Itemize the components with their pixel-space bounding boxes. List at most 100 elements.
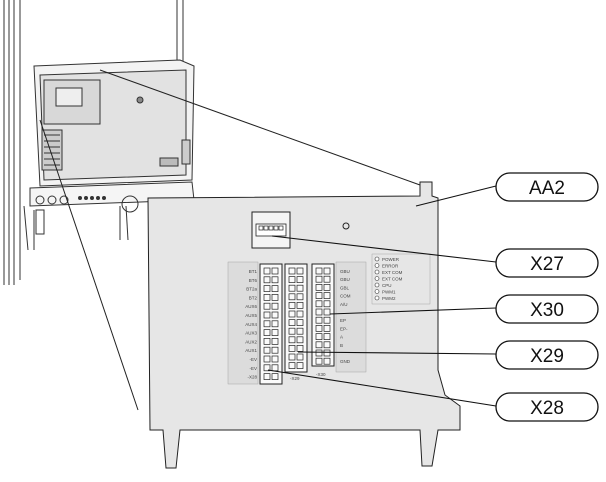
board-label: CPU <box>382 283 392 288</box>
x29-terminal-pin <box>288 276 296 283</box>
x30-terminal-pin <box>315 300 323 308</box>
board-label: POWER <box>382 257 400 262</box>
x30-terminal-pin <box>323 316 331 324</box>
board-label: BT1 <box>249 269 258 274</box>
zoom-lines <box>39 69 421 411</box>
x29-terminal-pin <box>296 336 304 344</box>
status-led <box>374 282 380 288</box>
x29-board-label: -X29 <box>290 376 300 381</box>
x30-terminal-pin <box>315 308 323 316</box>
x30-terminal-pin <box>323 333 331 340</box>
x28-terminal-pin <box>263 355 271 363</box>
board-label: GBL <box>340 285 350 290</box>
x29-terminal-pin <box>296 319 304 326</box>
x28-terminal-pin <box>263 373 271 380</box>
board-label: ERROR <box>382 264 399 269</box>
board-label: BT2 <box>249 295 258 300</box>
x30-terminal-pin <box>315 275 323 283</box>
x29-terminal-pin <box>296 362 304 369</box>
x29-terminal-pin <box>296 267 304 275</box>
x28-terminal-pin <box>263 338 271 345</box>
heat-pump-unit <box>3 0 195 285</box>
x29-terminal-pin <box>288 345 296 352</box>
callout-label-x30: X30 <box>530 300 564 321</box>
x30-terminal-pin <box>315 267 323 275</box>
x28-terminal-pin <box>271 338 279 345</box>
x28-terminal-pin <box>271 373 279 380</box>
board-label: EXT COM <box>382 277 403 282</box>
x28-terminal-pin <box>263 276 271 284</box>
x28-terminal-pin <box>271 267 279 275</box>
x29-terminal-pin <box>288 293 296 301</box>
x30-terminal-pin <box>323 284 331 291</box>
x29-terminal-pin <box>296 345 304 352</box>
x29-terminal-pin <box>296 310 304 318</box>
callout-x30: X30 <box>495 294 599 324</box>
status-led <box>374 256 380 262</box>
x29-terminal-pin <box>288 362 296 369</box>
board-label: AUX6 <box>245 304 257 309</box>
board-label: -X28 <box>247 375 257 380</box>
x28-terminal-pin <box>271 276 279 284</box>
board-label: A/U <box>340 302 348 307</box>
leader-lines <box>267 185 497 407</box>
x30-terminal-pin <box>315 316 323 324</box>
x29-terminal-pin <box>296 353 304 361</box>
x30-board-label: -X30 <box>316 372 326 377</box>
x28-terminal-pin <box>263 311 271 319</box>
x29-terminal-pin <box>288 302 296 309</box>
x28-terminal-pin <box>271 302 279 310</box>
board-label: EXT COM <box>382 270 403 275</box>
x29-terminal-pin <box>296 327 304 335</box>
callout-x29: X29 <box>495 340 599 370</box>
x28-terminal-pin <box>263 329 271 336</box>
board-label: COM <box>340 294 351 299</box>
control-board: BT1BT6BT2aBT2AUX6AUX5AUX4AUX3AUX2AUX1-EV… <box>147 181 461 469</box>
callout-aa2: AA2 <box>495 172 599 202</box>
x30-terminal-pin <box>315 284 323 291</box>
callout-x28: X28 <box>495 392 599 422</box>
x30-terminal-pin <box>323 325 331 332</box>
x30-terminal-pin <box>315 325 323 332</box>
x29-terminal-pin <box>296 284 304 292</box>
callout-x27: X27 <box>495 248 599 278</box>
x30-terminal-pin <box>315 349 323 357</box>
x30-terminal-pin <box>315 357 323 365</box>
x29-terminal-pin <box>288 327 296 335</box>
board-label: BT6 <box>249 278 258 283</box>
callout-label-x27: X27 <box>530 254 564 275</box>
board-label: AUX4 <box>245 322 257 327</box>
x30-terminal-pin <box>323 292 331 299</box>
board-label: GBU <box>340 269 350 274</box>
x30-terminal-pin <box>323 349 331 357</box>
x29-terminal-pin <box>296 276 304 283</box>
x29-terminal-pin <box>296 302 304 309</box>
status-led <box>374 269 380 275</box>
board-label: AUX5 <box>245 313 257 318</box>
x28-terminal-pin <box>271 329 279 336</box>
x28-terminal-pin <box>263 267 271 275</box>
status-led <box>374 263 380 268</box>
x28-terminal-pin <box>271 294 279 301</box>
x30-terminal-pin <box>323 267 331 275</box>
x29-terminal-pin <box>296 293 304 301</box>
board-label: PWM2 <box>382 296 396 301</box>
callout-label-x29: X29 <box>530 346 564 367</box>
x28-terminal-pin <box>271 311 279 319</box>
status-led <box>374 295 380 301</box>
board-label: AUX2 <box>245 339 257 344</box>
x29-terminal-pin <box>288 267 296 275</box>
board-label: GND <box>340 359 351 364</box>
x29-terminal-pin <box>288 284 296 292</box>
x30-terminal-pin <box>315 333 323 340</box>
board-label: EP- <box>340 326 348 331</box>
x28-terminal-pin <box>263 320 271 328</box>
board-label: AUX3 <box>245 331 257 336</box>
x30-terminal-pin <box>323 357 331 365</box>
x28-terminal-pin <box>263 285 271 292</box>
board-label: AUX1 <box>245 348 257 353</box>
x30-terminal-pin <box>323 300 331 308</box>
x28-terminal-pin <box>271 355 279 363</box>
x30-terminal-pin <box>315 292 323 299</box>
